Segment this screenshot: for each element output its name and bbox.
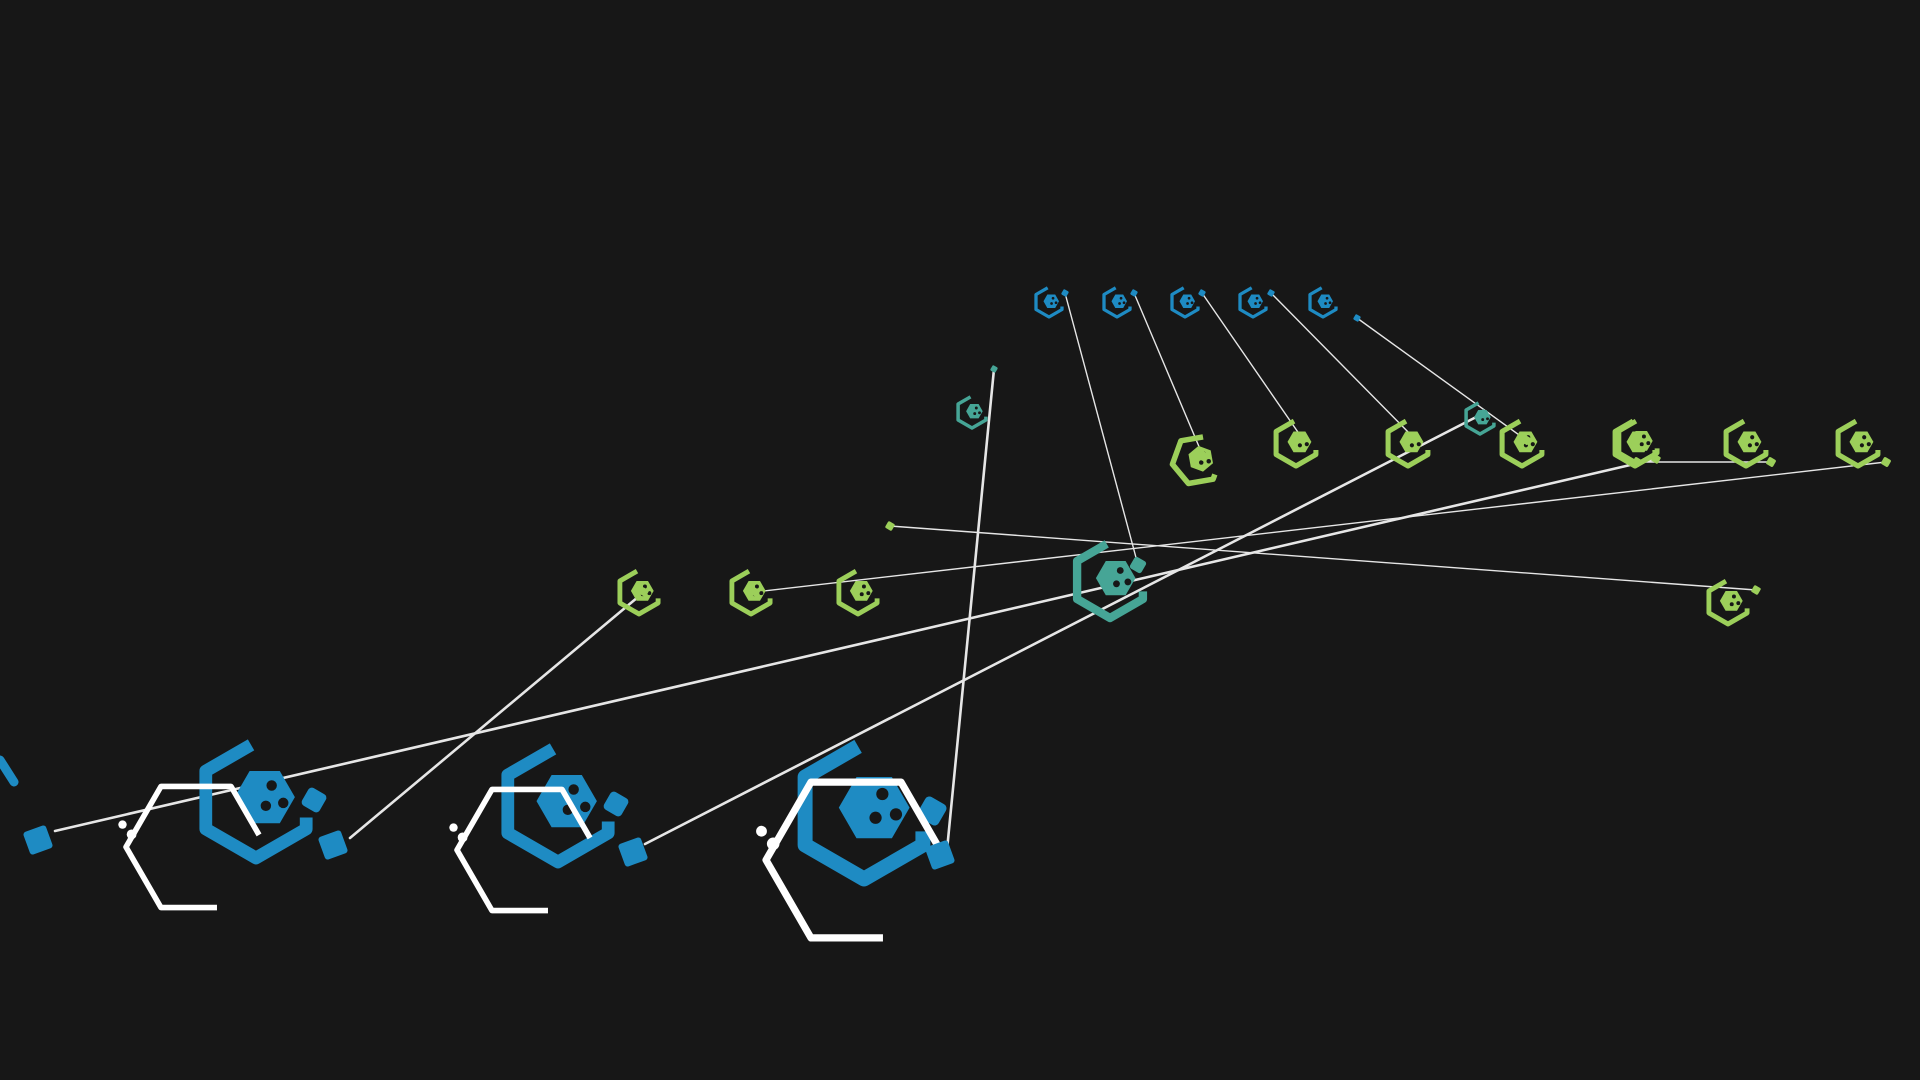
hex-gear-node-icon-g10[interactable]	[617, 567, 661, 617]
hex-outline-node-icon-w1[interactable]	[118, 783, 269, 911]
hex-gear-node-icon-b4[interactable]	[1238, 285, 1275, 319]
hex-gear-node-icon-t2[interactable]	[1072, 537, 1148, 623]
connection-link-g7-g11	[754, 461, 1887, 593]
hex-outline-node-icon-w2[interactable]	[449, 786, 600, 914]
hex-gear-node-icon-g1[interactable]	[1169, 433, 1225, 487]
connection-link-b3-g2	[1201, 292, 1303, 439]
port-icon-p0[interactable]	[23, 825, 54, 856]
hex-gear-node-icon-g6[interactable]	[1723, 417, 1776, 469]
hex-gear-node-icon-g9[interactable]	[1616, 417, 1661, 467]
connection-link-g10-P1	[348, 590, 646, 840]
connection-link-b2-g1	[1133, 292, 1204, 457]
links-layer	[53, 292, 1887, 852]
hex-gear-node-icon-g8[interactable]	[1706, 577, 1761, 627]
hex-gear-node-icon-b2[interactable]	[1102, 285, 1138, 319]
hex-gear-node-icon-b5[interactable]	[1308, 285, 1361, 322]
port-icon-p2[interactable]	[618, 837, 649, 868]
hex-gear-node-icon-g4[interactable]	[1499, 417, 1545, 469]
connection-link-b1-t2	[1064, 292, 1139, 566]
hex-gear-node-icon-b3[interactable]	[1170, 285, 1206, 319]
nodes-layer	[0, 285, 1891, 942]
connection-link-t3-P2	[643, 411, 1486, 846]
edge-arc-icon-e0	[0, 755, 19, 787]
connection-link-b4-g3	[1270, 292, 1415, 439]
port-icon-p3[interactable]	[925, 840, 956, 871]
hex-gear-node-icon-b3[interactable]	[797, 735, 948, 887]
connection-link-g8-g12	[889, 525, 1757, 591]
hex-gear-node-icon-t3[interactable]	[1464, 400, 1496, 436]
connection-link-b5-g4	[1356, 317, 1527, 441]
hex-gear-node-icon-t1[interactable]	[956, 365, 998, 430]
hex-outline-node-icon-w3[interactable]	[756, 778, 950, 942]
connection-link-g9-P0	[53, 457, 1658, 833]
port-icon-p1[interactable]	[318, 830, 349, 861]
hex-gear-node-icon-g12[interactable]	[836, 521, 895, 617]
hex-gear-node-icon-g3[interactable]	[1385, 417, 1431, 469]
hex-gear-node-icon-g2[interactable]	[1273, 417, 1319, 469]
hex-gear-node-icon-g7[interactable]	[1835, 417, 1891, 469]
hex-gear-node-icon-b1[interactable]	[1034, 285, 1069, 319]
hex-gear-node-icon-g11[interactable]	[729, 567, 773, 617]
connection-link-t1-P3	[945, 367, 996, 852]
hex-gear-node-icon-b1[interactable]	[199, 735, 328, 865]
